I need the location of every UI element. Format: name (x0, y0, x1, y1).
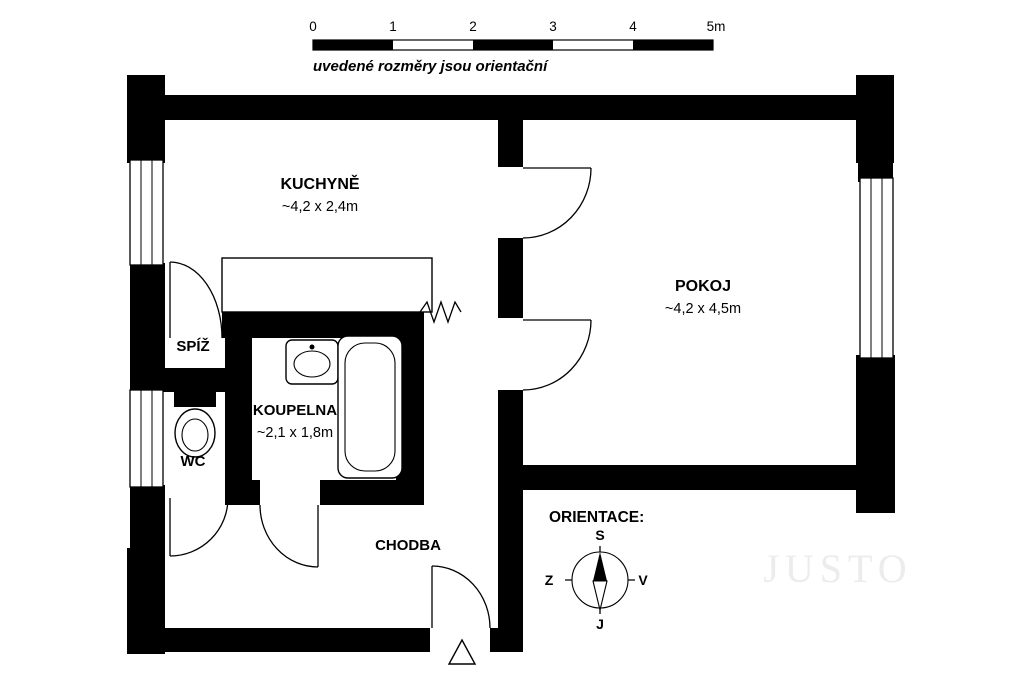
wall-corner (856, 75, 894, 163)
wall-corner (856, 355, 895, 513)
room-label-pokoj: POKOJ (675, 278, 731, 295)
wall (130, 485, 165, 555)
wall (130, 628, 430, 652)
scale-tick-label: 5m (707, 19, 726, 34)
wall (498, 465, 893, 490)
door-koupelna (259, 504, 319, 568)
scale-segment (553, 40, 633, 50)
compass-needle-south (592, 580, 608, 611)
scale-bar: 0 1 2 3 4 5m (309, 19, 726, 51)
walls (127, 75, 895, 654)
room-dims-koupelna: ~2,1 x 1,8m (257, 425, 333, 441)
scale-segment (633, 40, 713, 50)
door-pokoj-1 (522, 167, 592, 239)
toilet-tank (174, 390, 216, 407)
window-left-top (129, 159, 164, 266)
window-left-bottom (129, 389, 164, 488)
compass: S J Z V (545, 527, 649, 632)
room-label-spiz: SPÍŽ (176, 337, 209, 355)
door-swing-arc (431, 565, 491, 629)
wall (225, 312, 252, 482)
compass-label-north: S (595, 527, 604, 543)
window-right (859, 177, 894, 359)
wall (498, 95, 523, 167)
opening-zigzag-symbol (419, 300, 462, 324)
bathtub-inner (344, 342, 396, 472)
scale-segment (393, 40, 473, 50)
room-dims-pokoj: ~4,2 x 4,5m (665, 301, 741, 317)
door-swing-arc (259, 504, 319, 568)
scale-outline (312, 39, 714, 51)
door-swing-arc (169, 261, 223, 339)
toilet-icon (174, 390, 216, 458)
scale-note: uvedené rozměry jsou orientační (313, 58, 549, 75)
room-dims-kuchyne: ~4,2 x 2,4m (282, 199, 358, 215)
wall (320, 480, 424, 505)
door-spiz (169, 261, 223, 339)
compass-needle-north (593, 552, 607, 581)
window-frame (129, 389, 164, 488)
wall-corner (127, 75, 165, 163)
watermark-text: JUSTO (763, 546, 912, 591)
scale-tick-label: 4 (629, 19, 637, 34)
wall (858, 160, 893, 182)
wall (225, 480, 260, 505)
room-label-chodba: CHODBA (375, 537, 441, 554)
compass-label-east: V (638, 572, 648, 588)
compass-label-west: Z (545, 572, 554, 588)
sink-icon (285, 339, 339, 385)
door-swing-arc (522, 167, 592, 239)
bathtub-icon (337, 335, 403, 479)
toilet-bowl-inner (181, 418, 209, 452)
scale-tick-label: 0 (309, 19, 317, 34)
kitchen-counter (221, 257, 433, 313)
scale-segment (473, 40, 553, 50)
entrance-marker-triangle (447, 638, 477, 665)
door-swing-arc (522, 319, 592, 391)
wall (498, 390, 523, 652)
window-frame (859, 177, 894, 359)
orientation-title: ORIENTACE: (549, 509, 644, 526)
wall (132, 368, 228, 392)
door-entrance (431, 565, 491, 665)
scale-tick-label: 3 (549, 19, 557, 34)
scale-tick-label: 1 (389, 19, 397, 34)
window-frame (129, 159, 164, 266)
scale-tick-label: 2 (469, 19, 477, 34)
door-pokoj-2 (522, 319, 592, 391)
room-label-koupelna: KOUPELNA (253, 402, 337, 419)
door-wc (169, 497, 229, 557)
wall (222, 312, 418, 338)
sink-faucet (309, 344, 315, 350)
compass-label-south: J (596, 616, 604, 632)
sink-basin (293, 350, 331, 378)
room-label-wc: WC (181, 453, 206, 470)
room-label-kuchyne: KUCHYNĚ (280, 174, 359, 193)
wall (498, 238, 523, 318)
scale-segment (313, 40, 393, 50)
door-swing-arc (169, 497, 229, 557)
